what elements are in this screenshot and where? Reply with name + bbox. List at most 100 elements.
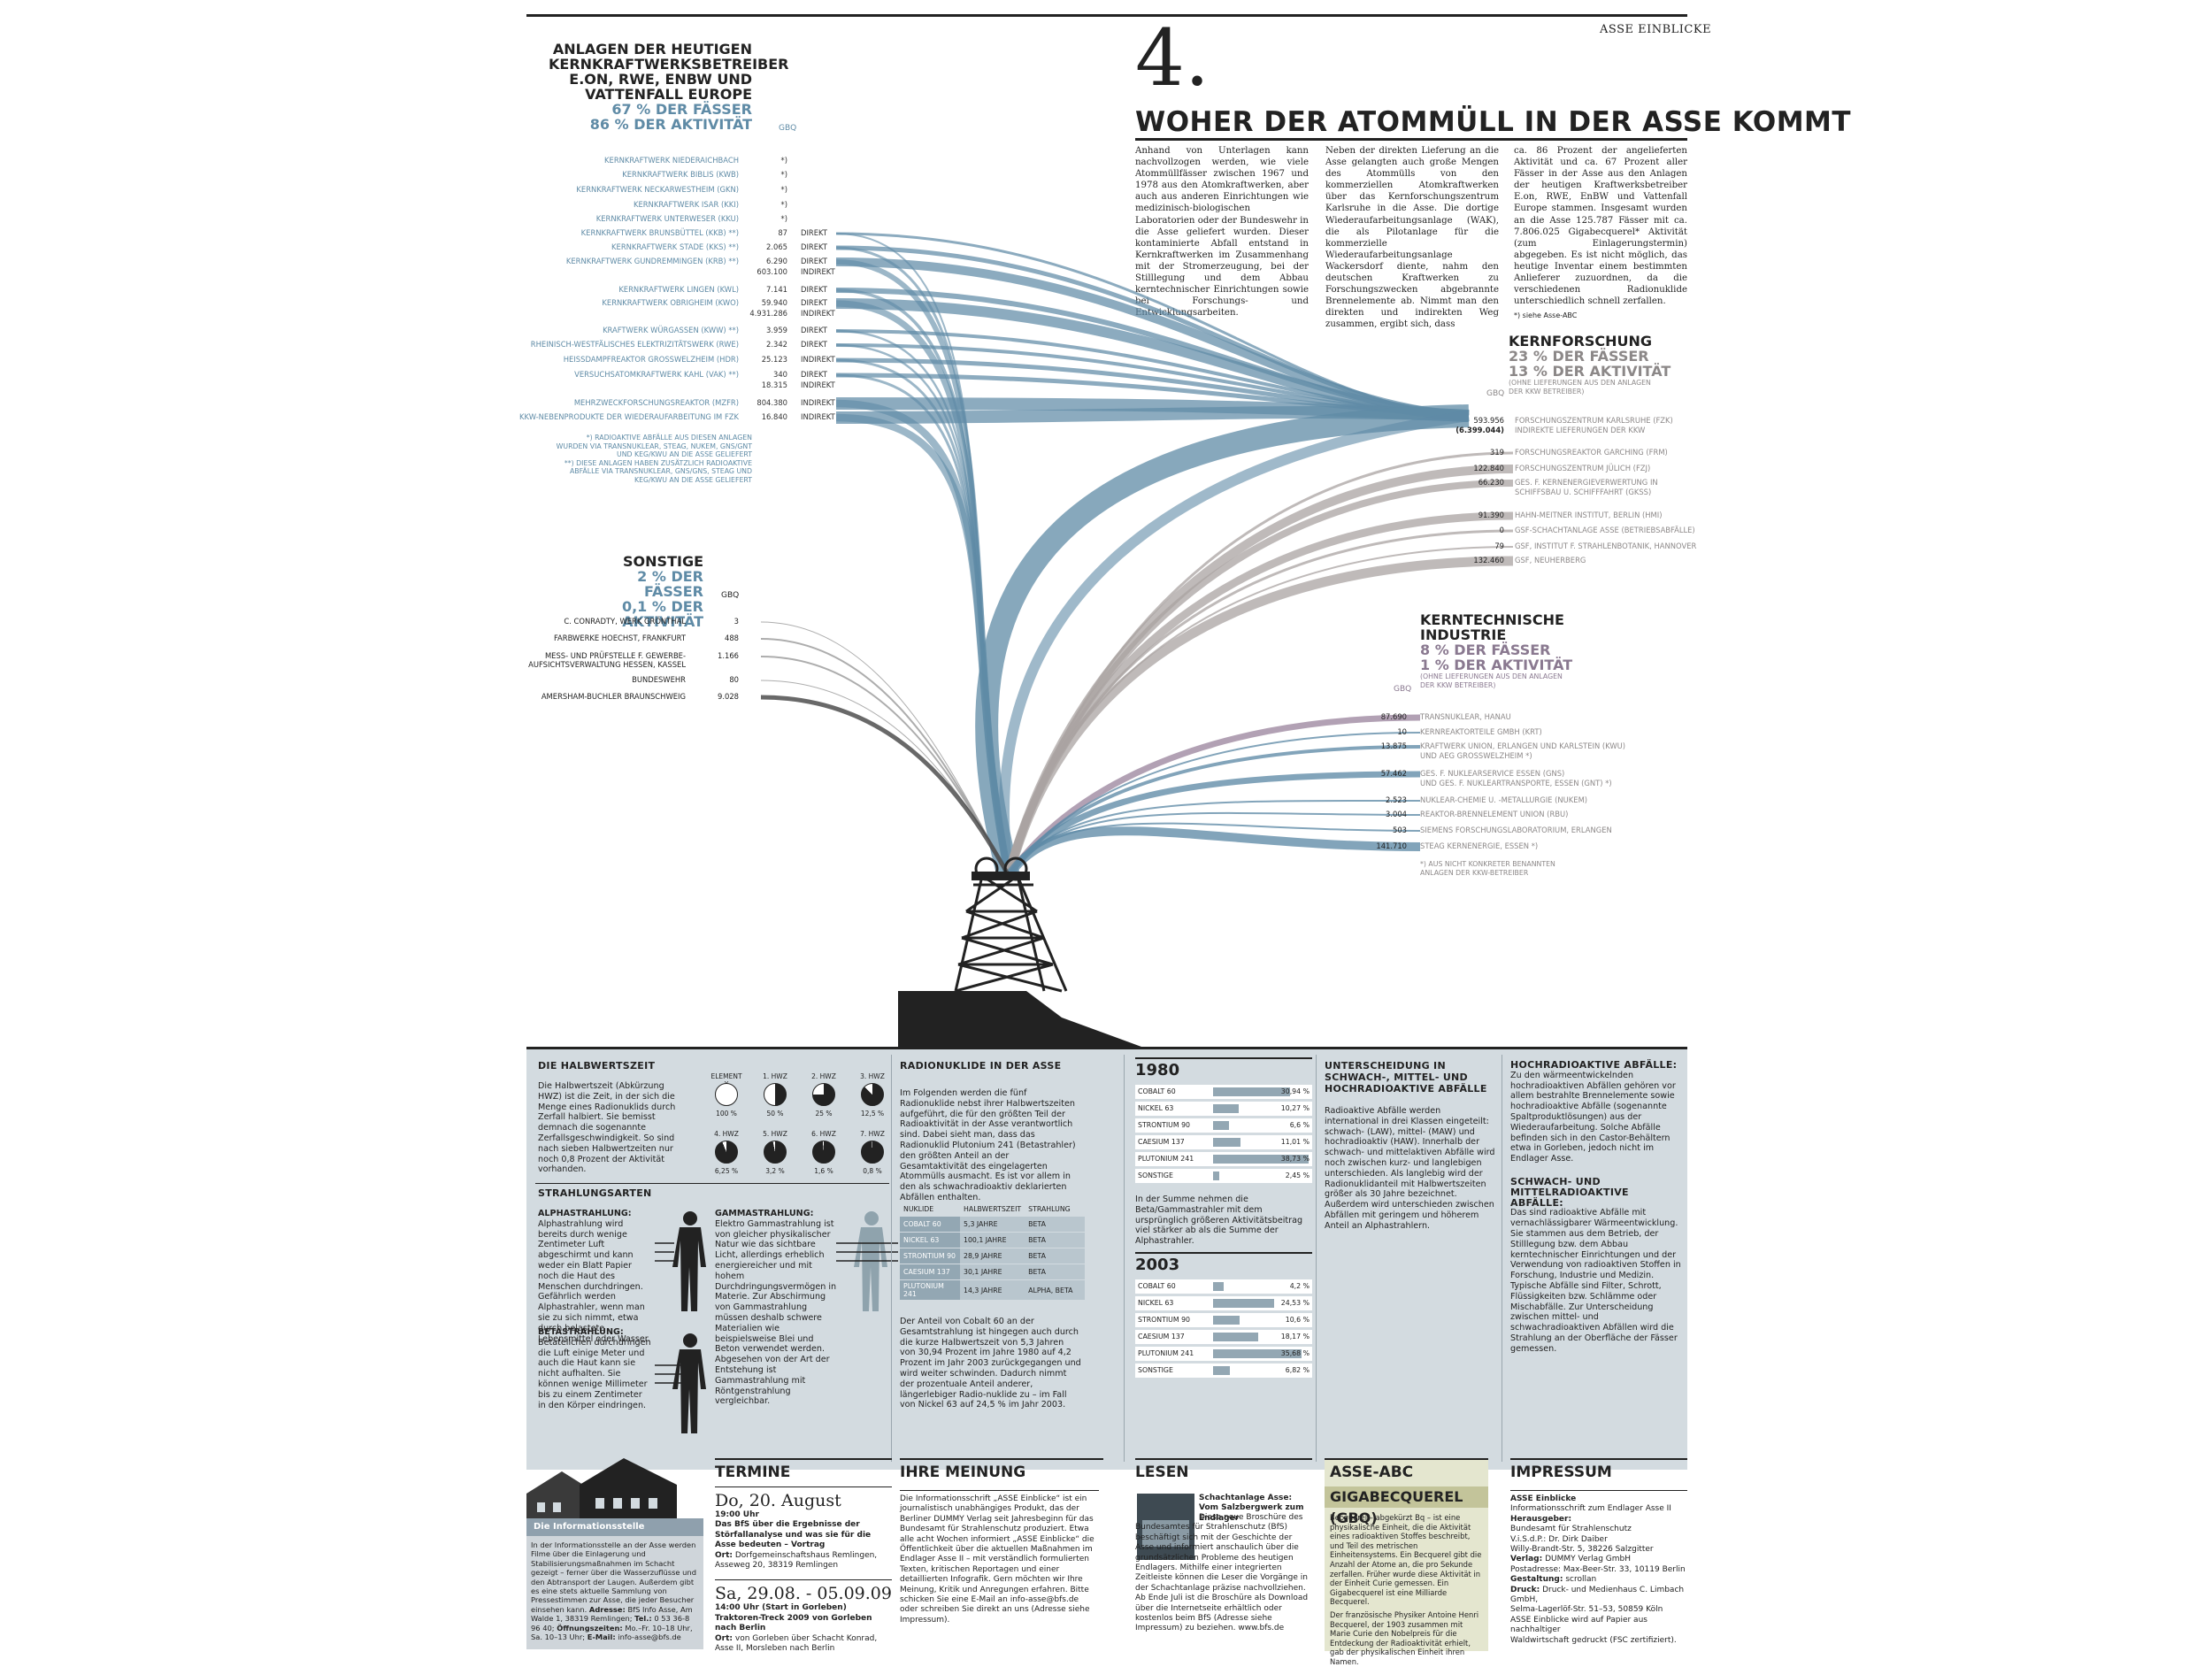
kkw-plant-row: KERNKRAFTWERK GUNDREMMINGEN (KRB) **)6.2… [531,257,832,269]
kernforschung-name: HAHN-MEITNER INSTITUT, BERLIN (HMI) [1515,511,1663,519]
kkw-plant-value: *) [780,200,787,209]
kernforschung-barrels-stat: 23 % DER FÄSSER [1509,348,1649,365]
page-title: WOHER DER ATOMMÜLL IN DER ASSE KOMMT [1135,106,1852,138]
industrie-title-1: KERNTECHNISCHE [1420,611,1564,628]
chart-category-label: STRONTIUM 90 [1138,1316,1190,1324]
industrie-barrels-stat: 8 % DER FÄSSER [1420,641,1551,658]
sonstige-stream [760,680,1010,877]
impressum-line-text: Informationsschrift zum Endlager Asse II [1510,1504,1671,1514]
kernforschung-name: FORSCHUNGSZENTRUM KARLSRUHE (FZK) [1515,416,1673,425]
termine-place-1-label: Ort: [715,1550,733,1560]
kkw-plant-value: 87 [778,228,787,237]
chart-bar [1213,1138,1240,1147]
pie-percent: 6,25 % [714,1167,739,1175]
impressum-line-label: Gestaltung: [1510,1575,1563,1585]
beta-text: Betateilchen durchdringen die Luft einig… [538,1337,651,1410]
industrie-value: 57.462 [1380,769,1407,778]
abc-rule [1325,1458,1488,1460]
chart-value-label: 18,17 % [1280,1333,1310,1341]
industrie-name: REAKTOR-BRENNELEMENT UNION (RBU) [1420,810,1569,818]
industrie-value: 10 [1397,727,1407,736]
kkw-plant-type: DIREKT [801,242,827,251]
pie-percent: 25 % [815,1110,833,1118]
impressum-line-text: Waldwirtschaft gedruckt (FSC zertifizier… [1510,1635,1677,1645]
kkw-plant-name: MEHRZWECKFORSCHUNGSREAKTOR (MZFR) [573,398,739,407]
email-link[interactable]: info-asse@bfs.de [618,1632,681,1642]
kkw-plant-type: INDIREKT [801,412,835,421]
kkw-plant-name: KKW-NEBENPRODUKTE DER WIEDERAUFARBEITUNG… [519,412,739,421]
impressum-line: Waldwirtschaft gedruckt (FSC zertifizier… [1510,1636,1687,1646]
hochradio-title: HOCHRADIOAKTIVE ABFÄLLE: [1510,1059,1678,1071]
chart-category-label: SONSTIGE [1138,1172,1173,1179]
pie-label: 1. HWZ [763,1072,787,1080]
strahlung-header: STRAHLUNG [1028,1205,1071,1213]
kkw-plant-value: 340 [773,370,787,379]
radionuklide-text-1: Im Folgenden werden die fünf Radionuklid… [900,1088,1076,1202]
chart-bar [1213,1282,1224,1291]
fzk-to-asse-stream [975,404,1470,880]
pie-percent: 50 % [766,1110,784,1118]
lesen-title: LESEN [1135,1463,1189,1481]
industrie-name: TRANSNUKLEAR, HANAU [1420,712,1511,721]
industrie-title-2: INDUSTRIE [1420,626,1507,643]
alpha-block: ALPHASTRAHLUNG: Alphastrahlung wird bere… [538,1209,651,1344]
chart-bar [1213,1121,1230,1130]
meinung-rule [900,1458,1103,1460]
industrie-activity-stat: 1 % DER AKTIVITÄT [1420,657,1573,673]
chart-category-label: COBALT 60 [1138,1282,1176,1290]
impressum-line: Verlag: DUMMY Verlag GmbH [1510,1555,1687,1564]
abc-text-1: Becquerel – abgekürzt Bq – ist eine phys… [1330,1513,1482,1607]
info-panel [526,1049,1687,1470]
chart-bar [1213,1316,1240,1325]
nuklide-name: STRONTIUM 90 [900,1248,960,1264]
kkw-note-2: **) DIESE ANLAGEN HABEN ZUSÄTZLICH RADIO… [564,458,752,484]
kernforschung-value: 593.956 [1473,416,1504,425]
nuklide-name: PLUTONIUM 241 [900,1279,960,1301]
kkw-plant-type: INDIREKT [801,398,835,407]
pie-label: 2. HWZ [811,1072,836,1080]
impressum-line-text: Postadresse: Max-Beer-Str. 33, 10119 Ber… [1510,1564,1686,1574]
hours-value: Mo.–Fr. 10–18 Uhr, Sa. 10–13 Uhr; [531,1623,693,1642]
termine-place-2-label: Ort: [715,1633,733,1643]
halflife-pie-icon [812,1083,835,1106]
impressum-line-label: Druck: [1510,1585,1540,1594]
strahlung-rule [535,1183,889,1184]
industrie-name: NUKLEAR-CHEMIE U. -METALLURGIE (NUKEM) [1420,795,1588,804]
panel-divider-2 [1124,1055,1125,1462]
infostelle-label: Die Informationsstelle [526,1518,703,1536]
sonstige-stream [760,638,1010,877]
chart-bar [1213,1087,1290,1096]
radionuklide-text-2: Der Anteil von Cobalt 60 an der Gesamtst… [900,1317,1081,1410]
chart-note: In der Summe nehmen die Beta/Gammastrahl… [1135,1195,1303,1247]
impressum-line: Bundesamt für Strahlenschutz [1510,1525,1687,1534]
sonstige-name: AMERSHAM-BUCHLER BRAUNSCHWEIG [541,692,686,701]
kkw-plant-type: DIREKT [801,228,827,237]
kkw-title-line-3: E.ON, RWE, ENBW UND [569,71,752,88]
nuklide-name: CAESIUM 137 [900,1264,960,1280]
sonstige-row: MESS- UND PRÜFSTELLE F. GEWERBE-AUFSICHT… [528,651,752,669]
kernforschung-value: 91.390 [1478,511,1504,519]
panel-divider-3 [1316,1055,1317,1462]
halflife-pie-icon [764,1141,787,1164]
kkw-plant-type: DIREKT [801,326,827,334]
kkw-plant-value-indirect: 4.931.286 [749,309,787,318]
nuklide-header: NUKLIDE [903,1205,934,1213]
kkw-plant-type: DIREKT [801,257,827,265]
sonstige-name: FARBWERKE HOECHST, FRANKFURT [553,634,686,642]
kkw-plant-name: KERNKRAFTWERK UNTERWESER (KKU) [595,214,739,223]
nuklide-radiation: BETA [1025,1264,1086,1280]
industrie-value: 13.875 [1380,741,1407,750]
impressum-line-text: DUMMY Verlag GmbH [1542,1555,1631,1564]
fzk-to-asse-stream-2 [999,411,1470,877]
nuklide-halflife: 5,3 JAHRE [960,1217,1025,1233]
meinung-title: IHRE MEINUNG [900,1463,1026,1481]
